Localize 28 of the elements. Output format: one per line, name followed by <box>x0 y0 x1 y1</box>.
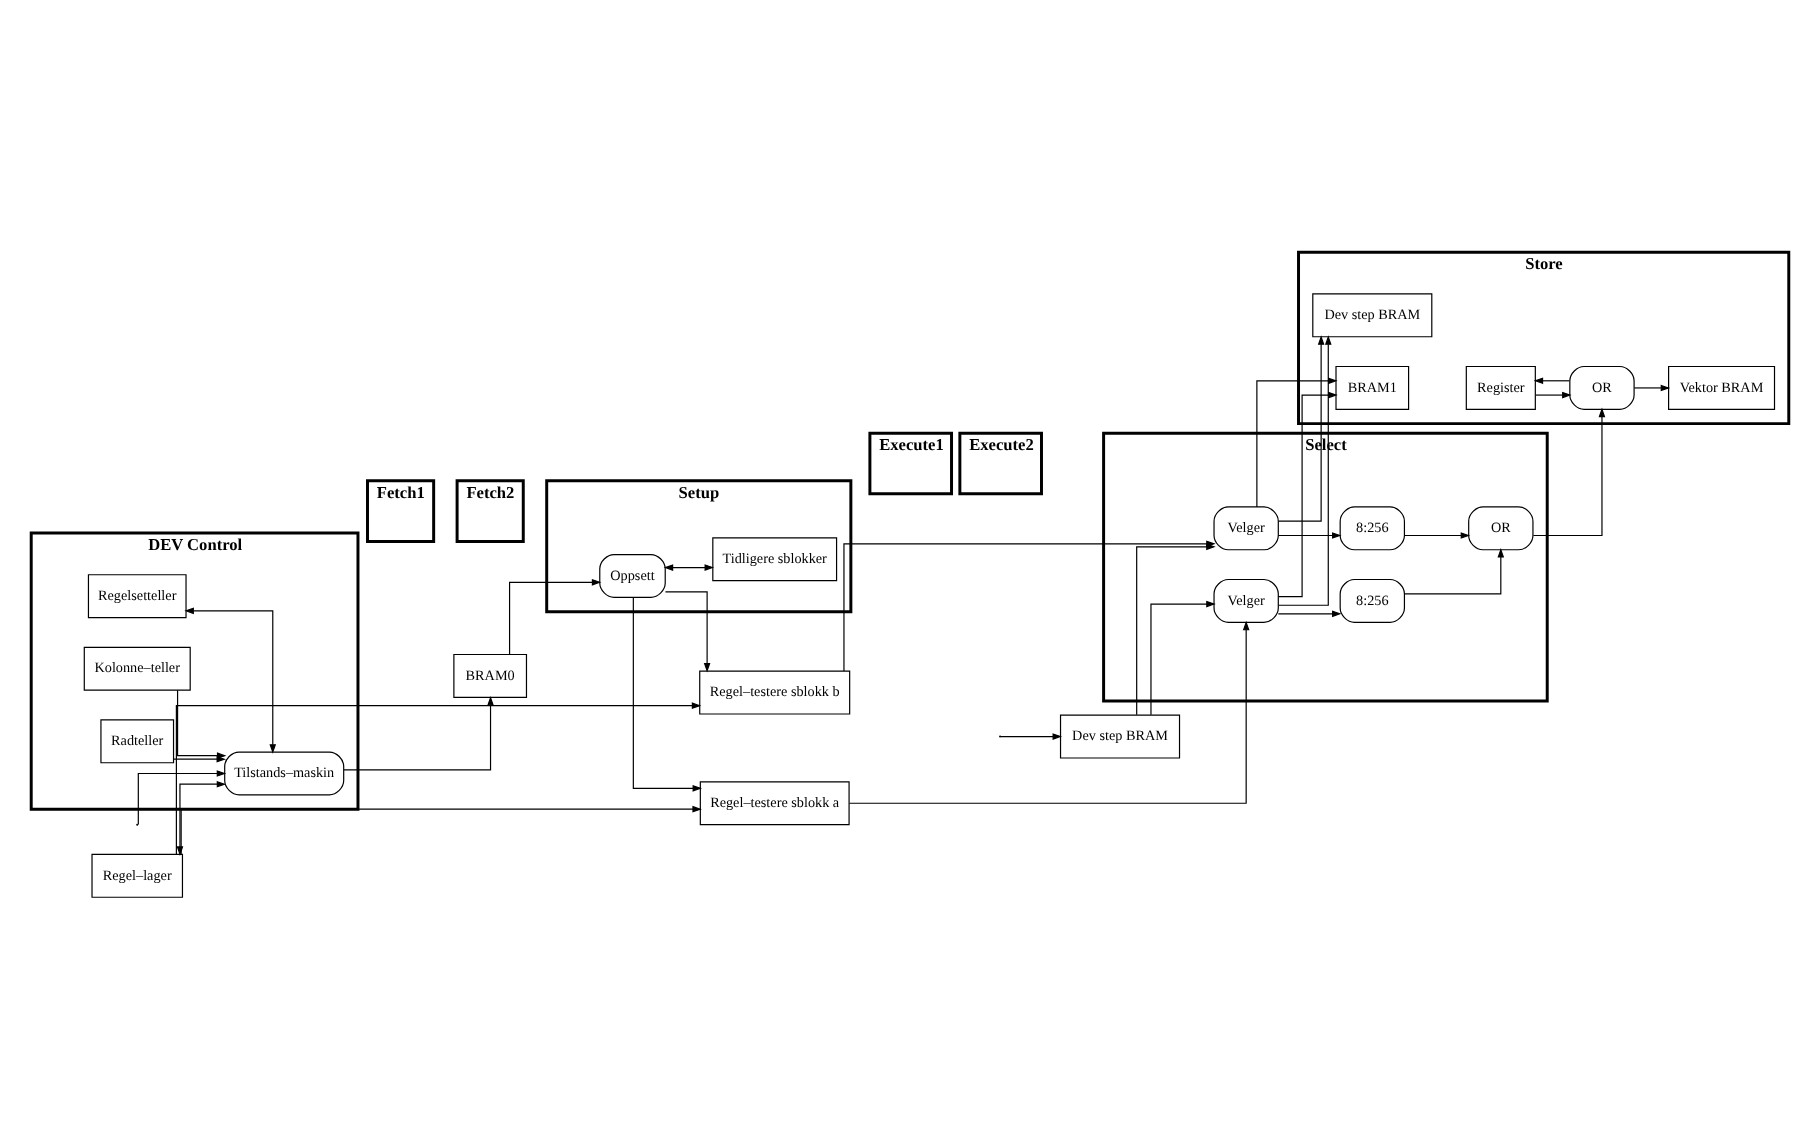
arrow <box>180 804 702 854</box>
arrow <box>509 577 602 654</box>
arrow <box>1404 546 1505 594</box>
arrow <box>1277 531 1342 538</box>
arrow <box>1633 383 1671 391</box>
arrow <box>343 694 494 770</box>
arrow <box>1277 609 1342 617</box>
arrow <box>1277 390 1338 597</box>
node-box: Execute2 <box>958 430 1043 495</box>
node-box: Fetch2 <box>455 478 525 542</box>
arrow <box>848 619 1250 803</box>
arrow <box>1532 406 1606 536</box>
arrow <box>1277 334 1325 521</box>
arrow <box>184 606 277 753</box>
arrow <box>663 563 715 570</box>
arrow <box>1278 334 1332 605</box>
arrow <box>1535 390 1572 398</box>
node-box: Execute1 <box>868 430 953 495</box>
arrow <box>664 590 711 672</box>
arrow <box>1256 376 1338 507</box>
arrow <box>632 595 703 791</box>
arrow <box>1533 376 1570 384</box>
arrow <box>172 754 227 762</box>
arrow <box>1150 599 1216 715</box>
arrow <box>137 769 227 825</box>
node-box: Fetch1 <box>366 478 436 542</box>
arrow <box>1000 732 1063 739</box>
arrow <box>1404 531 1471 538</box>
